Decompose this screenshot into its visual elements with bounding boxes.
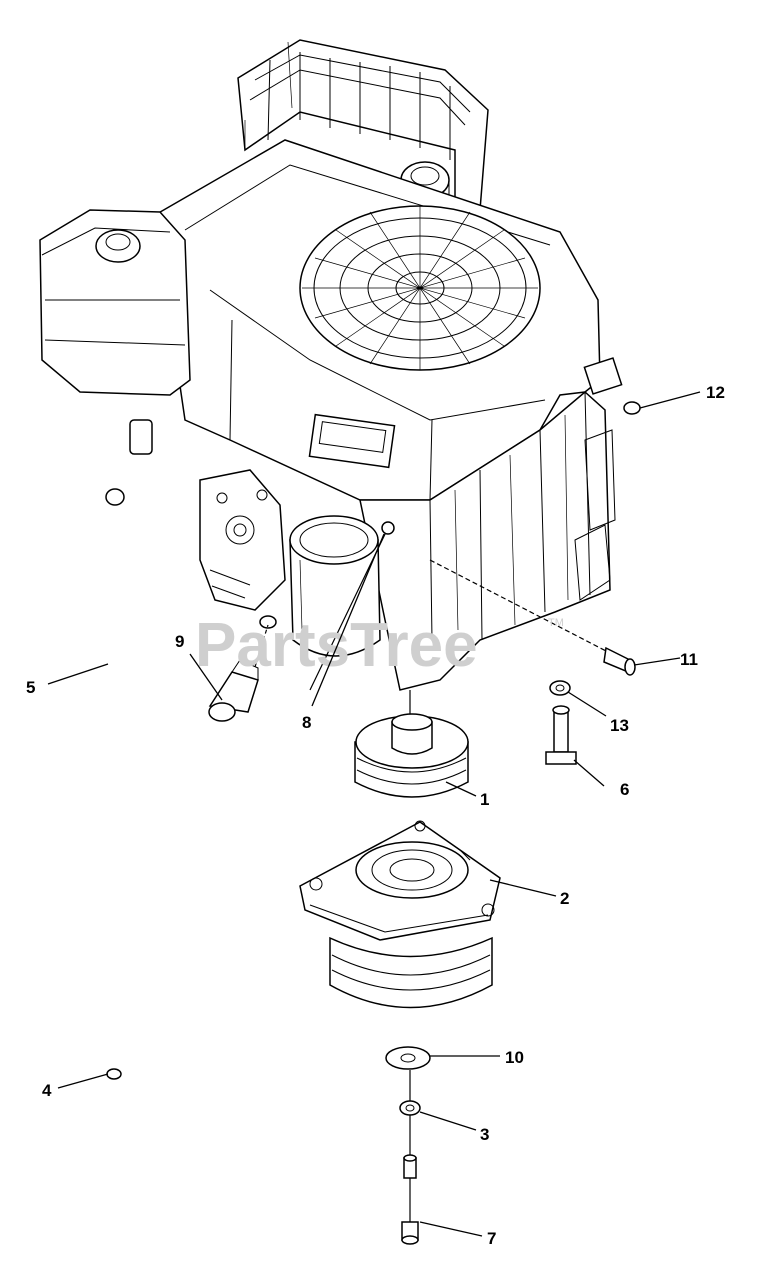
- nut-12: [623, 401, 641, 415]
- fuel-tank: [39, 209, 191, 455]
- part-7-bolt[interactable]: [401, 1154, 419, 1245]
- part-13-washer[interactable]: [549, 680, 571, 696]
- callout-4: 4: [42, 1081, 52, 1100]
- carburetor: [199, 469, 286, 611]
- part-8-fitting: [381, 521, 395, 535]
- part-11-bolt[interactable]: [429, 559, 636, 676]
- callout-12: 12: [706, 383, 725, 402]
- callout-10: 10: [505, 1048, 524, 1067]
- part-10-washer[interactable]: [385, 1046, 431, 1070]
- part-4-nut[interactable]: [106, 1068, 122, 1080]
- part-6-bolt[interactable]: [545, 705, 577, 765]
- callout-2: 2: [560, 889, 569, 908]
- watermark-text: PartsTree: [195, 611, 478, 680]
- leader-lines: [47, 391, 701, 1237]
- callout-9: 9: [175, 632, 184, 651]
- callout-6: 6: [620, 780, 629, 799]
- part-1-pulley[interactable]: [354, 713, 469, 798]
- callout-7: 7: [487, 1229, 496, 1248]
- grommet: [105, 488, 125, 506]
- engine-shroud: [154, 139, 601, 501]
- callout-5: 5: [26, 678, 35, 697]
- engine-assembly[interactable]: [39, 39, 641, 691]
- part-3-lockwasher[interactable]: [399, 1100, 421, 1116]
- engine-lower-block: [359, 357, 623, 691]
- callout-8: 8: [302, 713, 311, 732]
- watermark-tm: TM: [548, 617, 564, 629]
- callout-11: 11: [680, 650, 698, 669]
- oil-filter: [289, 515, 381, 657]
- part-9-switch[interactable]: [208, 624, 269, 722]
- callout-1: 1: [480, 790, 489, 809]
- callout-3: 3: [480, 1125, 489, 1144]
- small-plug: [259, 615, 277, 629]
- callout-13: 13: [610, 716, 629, 735]
- part-2-clutch[interactable]: [299, 820, 501, 1009]
